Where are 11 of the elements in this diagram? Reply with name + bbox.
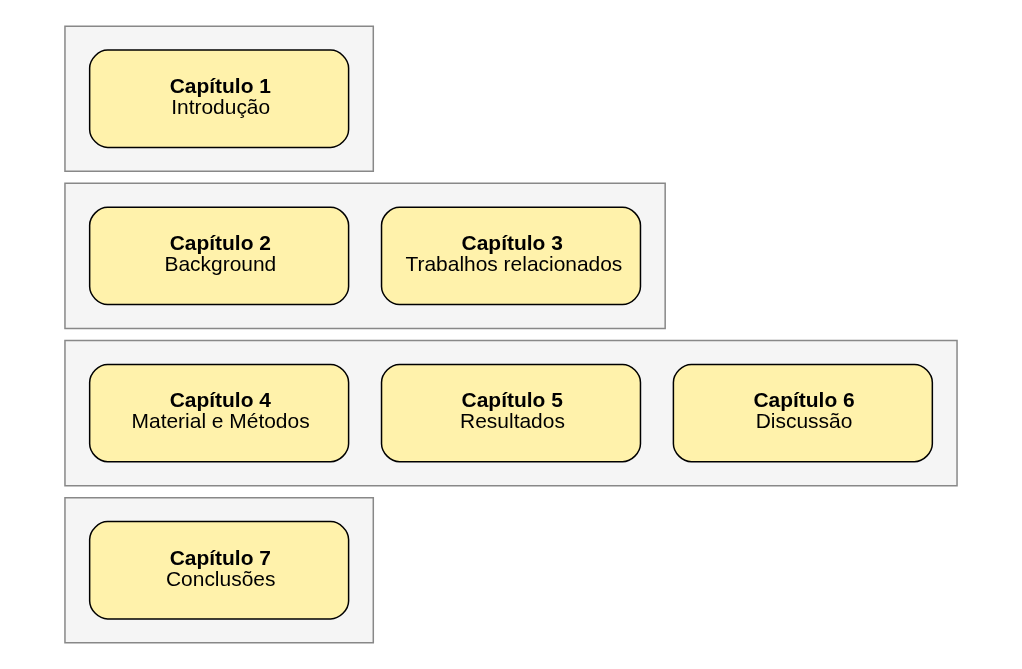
- node-box: Capítulo 4 Material e Métodos: [88, 363, 350, 463]
- node-box: Capítulo 1 Introdução: [88, 49, 350, 149]
- node-box: Capítulo 7 Conclusões: [88, 520, 350, 620]
- node-box: Capítulo 5 Resultados: [380, 363, 642, 463]
- node-box: Capítulo 2 Background: [88, 206, 350, 306]
- cluster: [64, 25, 375, 173]
- cluster: [64, 496, 375, 644]
- cluster: [64, 182, 666, 330]
- node-box: Capítulo 3 Trabalhos relacionados: [380, 206, 642, 306]
- node-box: Capítulo 6 Discussão: [672, 363, 934, 463]
- cluster: [64, 339, 958, 487]
